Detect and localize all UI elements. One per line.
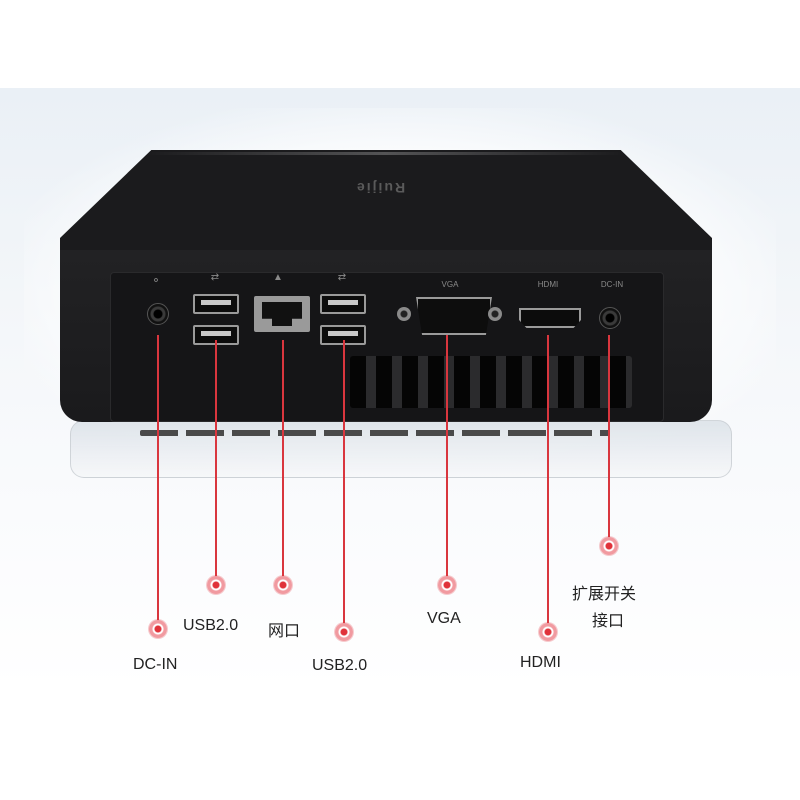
callout-label-vga: VGA [427,610,461,627]
callout-line-vga [446,335,448,582]
callout-line-network [282,340,284,582]
callout-line-usb-right [343,340,345,630]
usb-icon: ⇄ [210,272,220,283]
usb-port-left-top [193,294,239,314]
callout-line-dc-in [157,335,159,625]
side-vents [350,356,632,408]
vga-screw-left [397,307,411,321]
dc-in-jack [147,303,169,325]
callout-label-hdmi: HDMI [520,654,561,671]
callout-line-hdmi [547,335,549,632]
hdmi-port-label: HDMI [537,280,559,289]
vga-port-label: VGA [441,280,459,289]
callout-dot-network [274,576,292,594]
callout-label-usb-right: USB2.0 [312,657,368,674]
usb-icon: ⇄ [337,272,347,283]
device-top [60,150,712,260]
ethernet-port [254,296,310,332]
callout-dot-expansion [600,537,618,555]
expansion-switch-jack [599,307,621,329]
callout-dot-vga [438,576,456,594]
vga-screw-right [488,307,502,321]
callout-label-usb-left: USB2.0 [183,617,239,634]
glass-stand [70,420,732,478]
callout-line-usb-left [215,340,217,582]
vga-port [416,297,492,335]
callout-label-expansion-line2: 接口 [592,613,625,630]
headphone-icon: ⚬ [151,275,161,287]
callout-label-network: 网口 [268,623,301,640]
callout-label-dc-in: DC-IN [133,656,178,673]
callout-dot-hdmi [539,623,557,641]
hdmi-port [519,308,581,328]
callout-line-expansion [608,335,610,545]
brand-logo: Ruijie [354,180,406,196]
callout-label-expansion-line1: 扩展开关 [572,586,637,603]
callout-dot-usb-left [207,576,225,594]
device-top-shine [145,152,625,155]
bottom-vent-slots [140,430,610,436]
dc-in-port-label: DC-IN [600,280,624,289]
network-icon: ▲ [273,272,283,283]
callout-dot-dc-in [149,620,167,638]
callout-dot-usb-right [335,623,353,641]
usb-port-right-top [320,294,366,314]
